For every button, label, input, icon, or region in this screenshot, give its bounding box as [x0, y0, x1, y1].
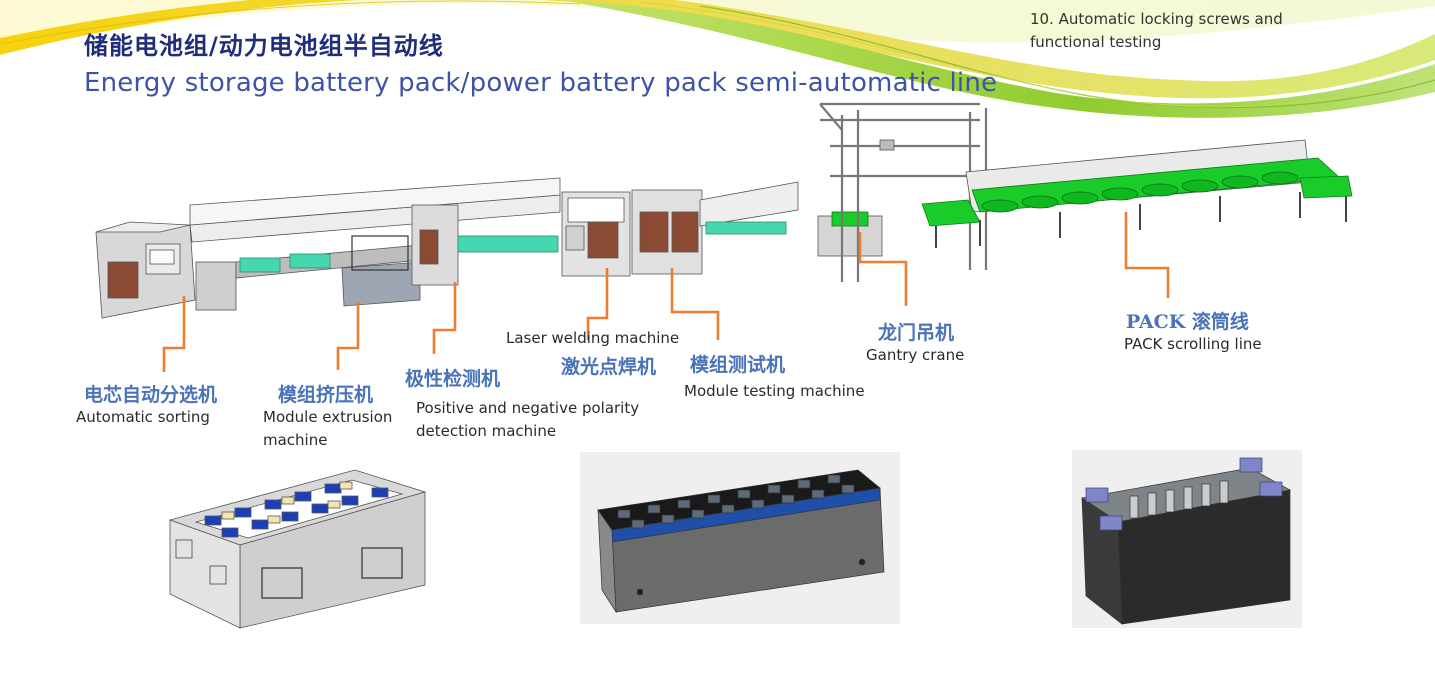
label-extrusion-cn: 模组挤压机 — [278, 384, 374, 406]
label-sorting-cn: 电芯自动分选机 — [84, 384, 218, 406]
label-laser-cn: 激光点焊机 — [561, 356, 657, 378]
battery-module-render — [597, 469, 885, 614]
label-polarity-cn: 极性检测机 — [405, 368, 501, 390]
decorative-wave — [0, 0, 1435, 118]
page-title-en: Energy storage battery pack/power batter… — [84, 68, 998, 98]
label-laser-en: Laser welding machine — [506, 329, 680, 347]
label-extrusion-en: Module extrusion machine — [263, 408, 393, 449]
page-title-cn: 储能电池组/动力电池组半自动线 — [84, 32, 444, 60]
label-testing-en: Module testing machine — [684, 382, 865, 400]
label-gantry-en: Gantry crane — [866, 346, 965, 364]
step-note: 10. Automatic locking screws and functio… — [1030, 10, 1283, 51]
label-pack-cn: PACK 滚筒线 — [1126, 311, 1249, 333]
production-line — [95, 102, 1353, 319]
battery-box-render — [168, 469, 427, 629]
leader-lines — [162, 212, 1170, 372]
label-gantry-cn: 龙门吊机 — [878, 322, 955, 344]
label-testing-cn: 模组测试机 — [690, 354, 786, 376]
label-pack-en: PACK scrolling line — [1124, 335, 1262, 353]
pack-box-render — [1081, 457, 1292, 625]
label-sorting-en: Automatic sorting — [76, 408, 210, 426]
label-polarity-en: Positive and negative polarity detection… — [416, 399, 640, 440]
